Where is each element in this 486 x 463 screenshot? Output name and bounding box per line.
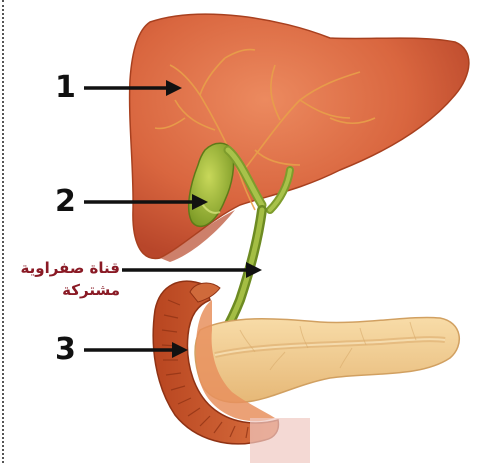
label-number-1: 1 — [55, 73, 76, 103]
label-number-3: 3 — [55, 335, 76, 365]
liver — [130, 14, 469, 262]
common-bile-duct-label-line1: قناة صفراوية — [8, 258, 120, 280]
arrow-bile-duct — [122, 262, 262, 278]
arrow-3 — [84, 342, 188, 358]
common-bile-duct-label-line2: مشتركة — [8, 280, 120, 302]
pancreas — [195, 317, 459, 402]
label-number-2: 2 — [55, 187, 76, 217]
common-bile-duct-label: قناة صفراوية مشتركة — [8, 258, 120, 302]
